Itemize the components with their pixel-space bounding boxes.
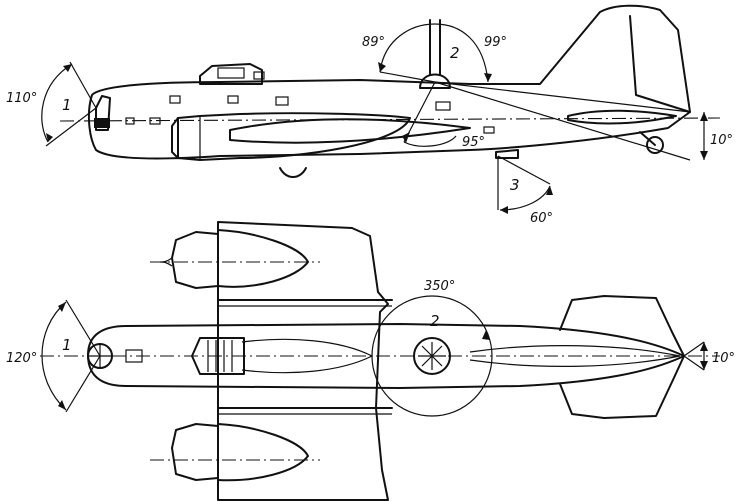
top-sector-2-circle xyxy=(371,295,493,417)
side-fin-rudder xyxy=(629,15,691,113)
top-sector-2-angle: 350° xyxy=(424,279,455,294)
side-sector-1-angle: 110° xyxy=(6,91,37,106)
side-engine-nacelle xyxy=(177,112,411,161)
top-sector-1-number: 1 xyxy=(62,336,72,354)
top-sector-1: 1 120° xyxy=(6,299,101,413)
side-tail-angle-label: 10° xyxy=(710,133,733,148)
top-sector-1-angle: 120° xyxy=(6,351,37,366)
top-tail-angle: 10° xyxy=(683,341,735,371)
side-tail-wheel xyxy=(646,136,664,154)
side-sector-2-number: 2 xyxy=(450,44,460,62)
side-sector-2: 2 89° 99° 95° xyxy=(362,23,691,161)
side-wing xyxy=(229,118,471,144)
side-tail-angle: 10° xyxy=(700,112,733,160)
top-sector-2-number: 2 xyxy=(430,312,440,330)
side-sector-3-angle: 60° xyxy=(530,211,553,226)
top-view: 1 120° 2 350° 10° xyxy=(6,221,735,501)
side-sector-2-angle-aft: 99° xyxy=(484,35,507,50)
side-tailplane xyxy=(567,109,677,125)
top-tail-angle-label: 10° xyxy=(712,351,735,366)
top-wing xyxy=(217,221,389,501)
top-canopy xyxy=(191,337,245,375)
top-sector-2: 2 350° xyxy=(424,279,490,340)
top-engine-lower xyxy=(150,423,320,482)
side-sector-3-number: 3 xyxy=(510,176,520,194)
side-sector-1: 1 110° xyxy=(6,61,97,147)
side-view: 1 110° 2 89° 99° 95° 3 60° xyxy=(6,4,733,226)
side-sector-1-number: 1 xyxy=(62,96,72,114)
top-turret xyxy=(413,337,451,375)
side-sector-2-angle-down: 95° xyxy=(462,135,485,150)
side-ventral-hatch xyxy=(495,149,519,159)
side-sector-2-angle-forward: 89° xyxy=(362,35,385,50)
top-tailplane xyxy=(559,295,685,419)
side-dorsal-turret xyxy=(419,73,451,89)
side-canopy xyxy=(199,63,263,85)
top-engine-upper xyxy=(150,229,320,289)
side-fuselage xyxy=(87,4,691,160)
side-sector-3: 3 60° xyxy=(497,155,553,226)
side-nose-glazing xyxy=(95,95,111,131)
